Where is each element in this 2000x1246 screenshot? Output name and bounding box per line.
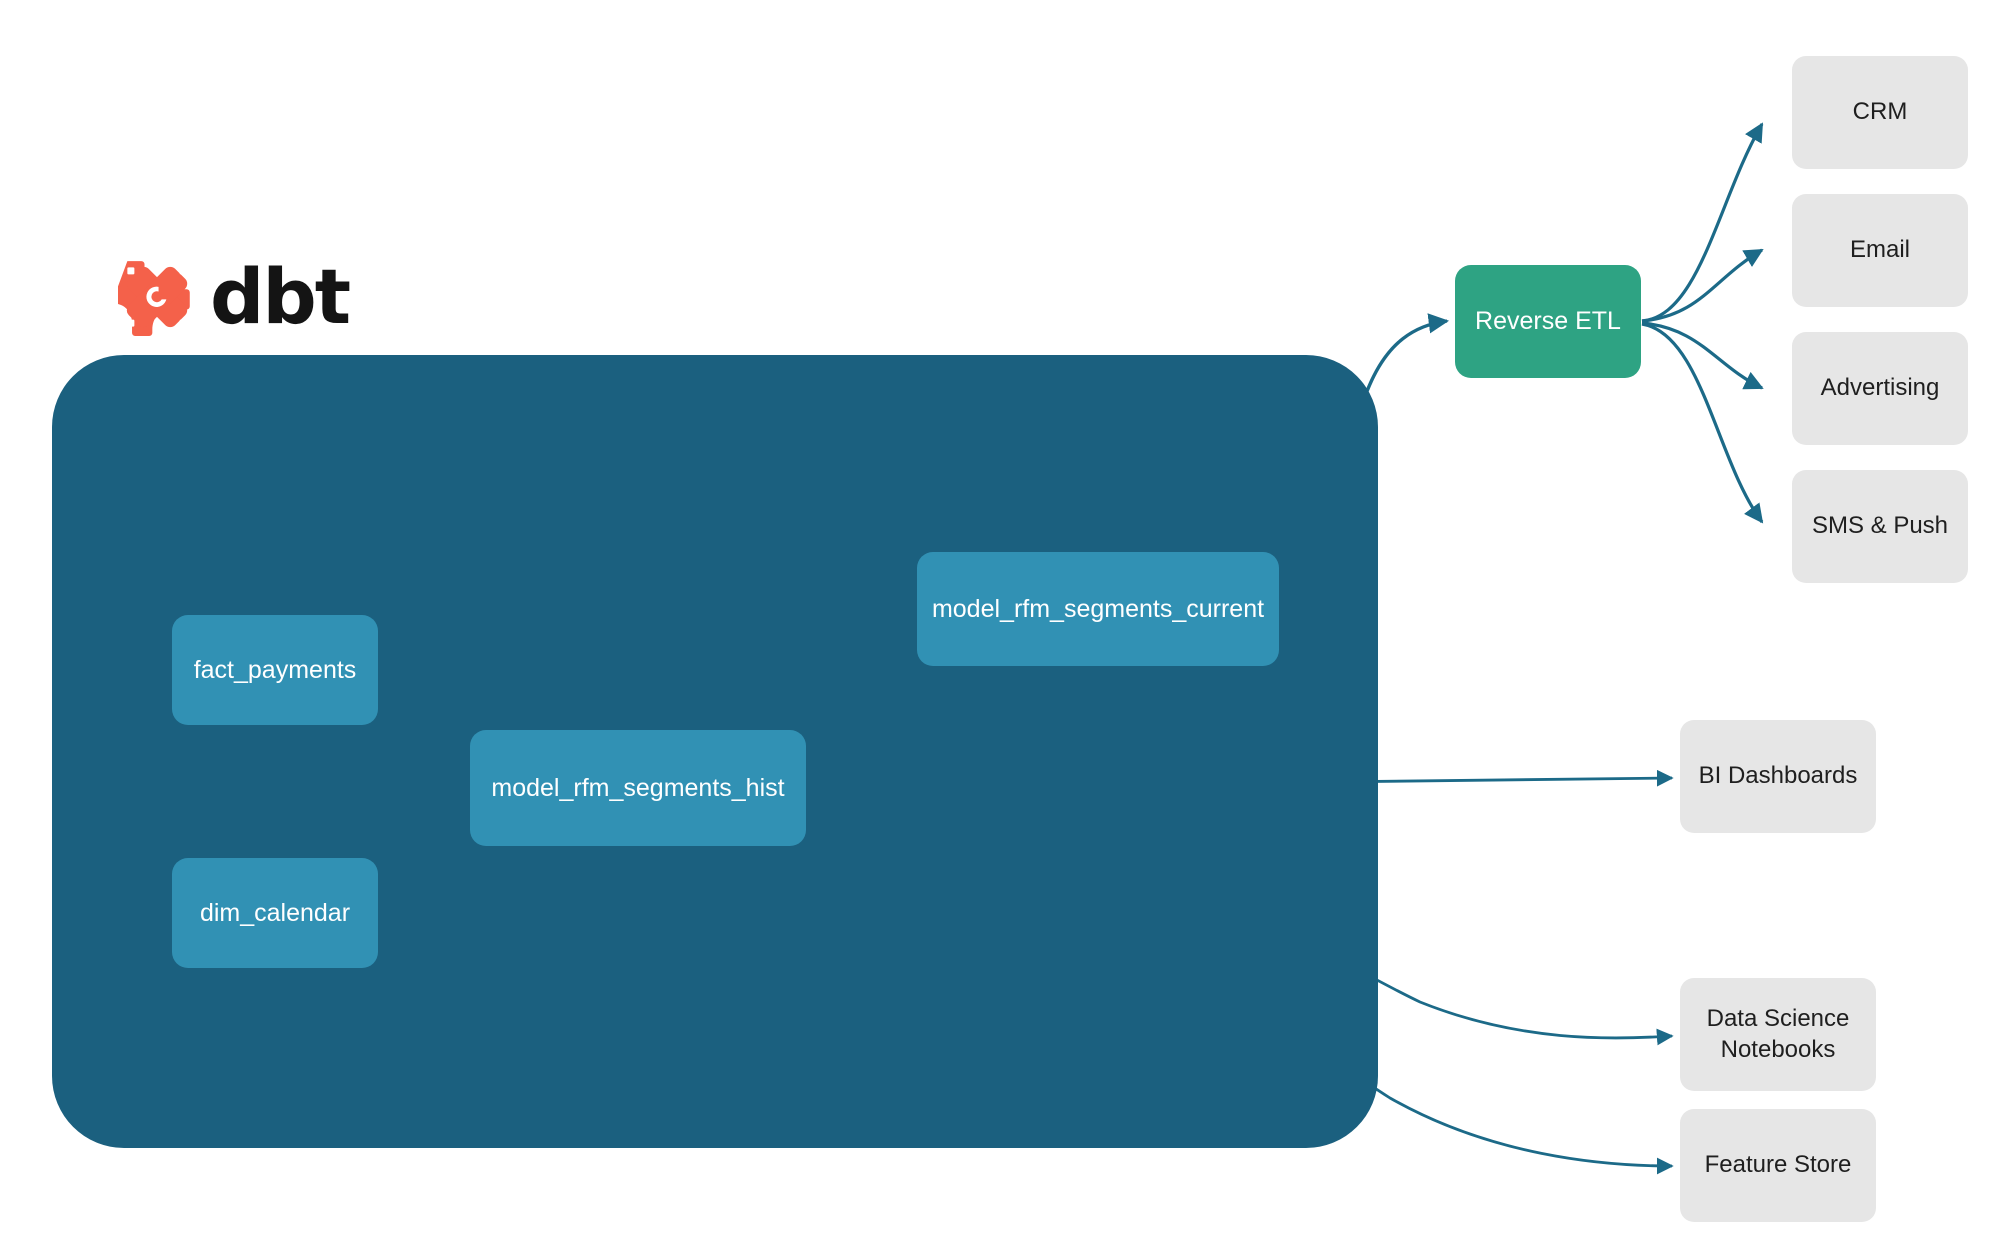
node-model-rfm-segments-current[interactable]: model_rfm_segments_current <box>917 552 1279 666</box>
edge-reverse-etl-to-sms-push <box>1641 322 1764 524</box>
node-sms-push[interactable]: SMS & Push <box>1792 470 1968 583</box>
node-dim-calendar[interactable]: dim_calendar <box>172 858 378 968</box>
node-crm[interactable]: CRM <box>1792 56 1968 169</box>
node-reverse-etl[interactable]: Reverse ETL <box>1455 265 1641 378</box>
ds-notebooks-label-line2: Notebooks <box>1720 1035 1836 1063</box>
edge-reverse-etl-to-advertising <box>1641 321 1764 390</box>
node-advertising[interactable]: Advertising <box>1792 332 1968 445</box>
node-email[interactable]: Email <box>1792 194 1968 307</box>
edge-reverse-etl-to-email <box>1641 248 1764 323</box>
node-bi-dashboards[interactable]: BI Dashboards <box>1680 720 1876 833</box>
edge-reverse-etl-to-crm <box>1641 122 1764 323</box>
node-feature-store[interactable]: Feature Store <box>1680 1109 1876 1222</box>
node-fact-payments[interactable]: fact_payments <box>172 615 378 725</box>
node-data-science-notebooks[interactable]: Data Science Notebooks <box>1680 978 1876 1091</box>
ds-notebooks-label-line1: Data Science <box>1706 1004 1850 1032</box>
dbt-logo: dbt <box>118 252 351 341</box>
dbt-wordmark: dbt <box>210 252 351 341</box>
node-model-rfm-segments-hist[interactable]: model_rfm_segments_hist <box>470 730 806 846</box>
dbt-x-mark-icon <box>118 261 190 336</box>
